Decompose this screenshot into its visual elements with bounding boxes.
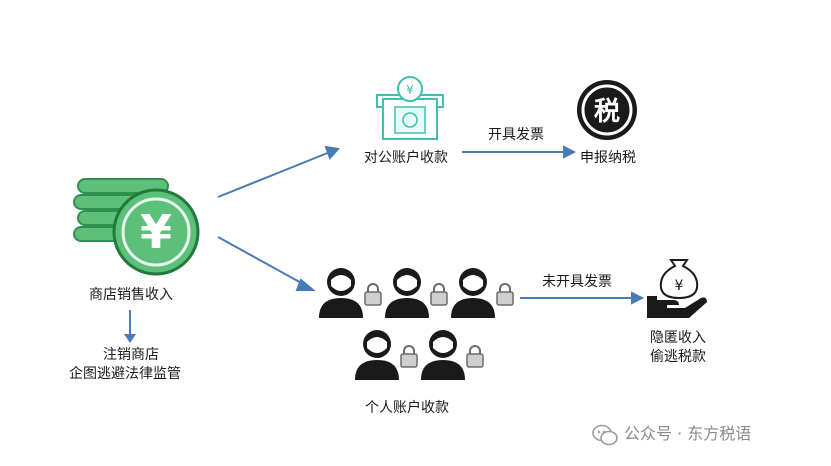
person-icon bbox=[355, 330, 418, 380]
evade-tax-label: 偷逃税款 bbox=[650, 349, 706, 365]
tax-badge-text: 税 bbox=[594, 97, 620, 127]
down-arrow bbox=[124, 310, 136, 343]
watermark-text: 公众号 · 东方税语 bbox=[624, 424, 752, 443]
declare-tax-label: 申报纳税 bbox=[580, 150, 636, 166]
shop-income-label: 商店销售收入 bbox=[89, 287, 173, 303]
cancel-shop-label: 注销商店 bbox=[103, 347, 159, 363]
person-icon bbox=[451, 268, 514, 318]
corporate-account-icon: ¥ bbox=[376, 76, 444, 140]
coins-icon: ¥ bbox=[73, 178, 200, 276]
evade-regulation-label: 企图逃避法律监管 bbox=[69, 366, 181, 382]
wechat-icon bbox=[592, 424, 618, 446]
person-icon bbox=[385, 268, 448, 318]
yuan-symbol: ¥ bbox=[140, 205, 172, 259]
svg-text:¥: ¥ bbox=[406, 83, 414, 97]
tax-badge-icon: 税 bbox=[577, 80, 637, 140]
person-icon bbox=[319, 268, 382, 318]
person-icon bbox=[421, 330, 484, 380]
personal-account-label: 个人账户收款 bbox=[365, 400, 449, 416]
corporate-account-label: 对公账户收款 bbox=[364, 150, 448, 166]
arrow-to-personal bbox=[217, 236, 306, 286]
issue-invoice-label: 开具发票 bbox=[488, 127, 544, 143]
svg-text:¥: ¥ bbox=[675, 278, 684, 294]
people-icons bbox=[319, 268, 514, 380]
hand-money-icon: ¥ bbox=[647, 259, 707, 318]
no-invoice-label: 未开具发票 bbox=[542, 274, 612, 290]
arrow-to-corporate bbox=[217, 151, 331, 198]
hide-income-label: 隐匿收入 bbox=[650, 330, 706, 346]
